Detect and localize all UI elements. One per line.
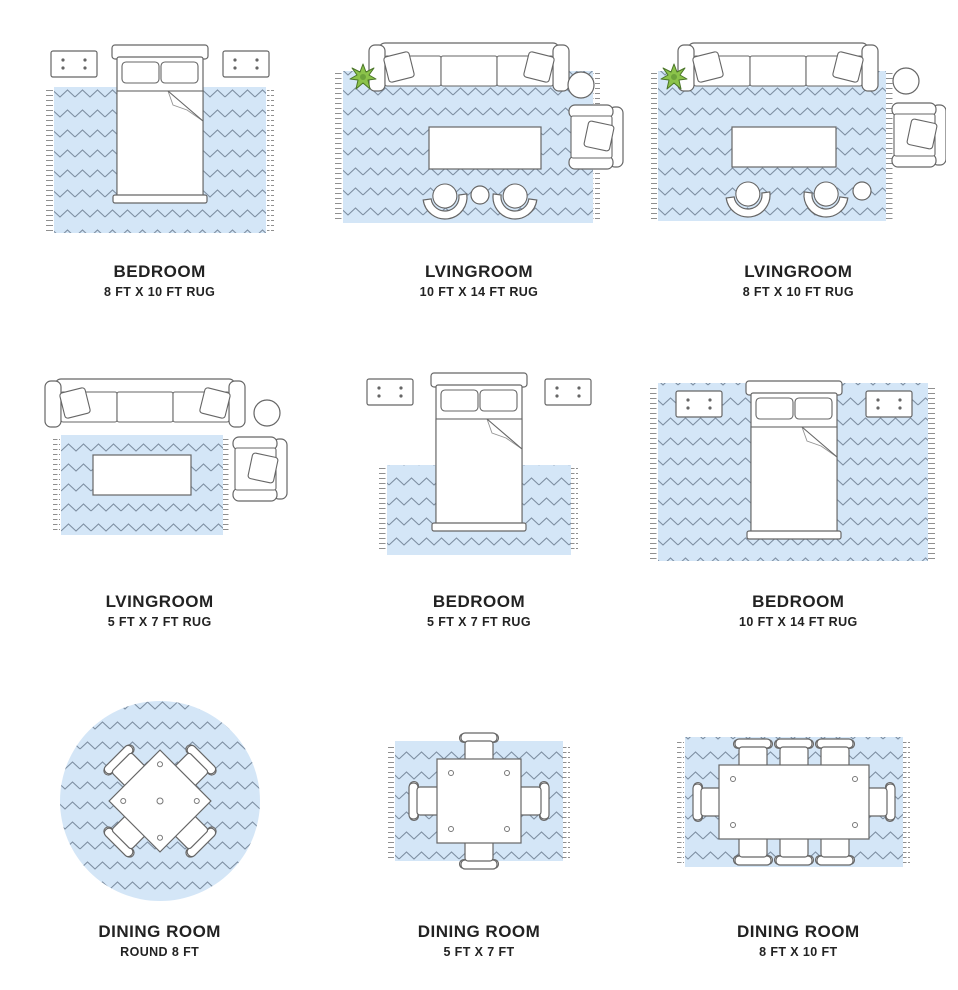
nightstand-left bbox=[50, 49, 98, 78]
room-title: LVINGROOM bbox=[744, 261, 853, 281]
cell-livingroom-10x14: LVINGROOM 10 FT X 14 FT RUG bbox=[319, 0, 638, 330]
coffee-table bbox=[92, 453, 192, 496]
rug-fringe-left bbox=[378, 466, 386, 553]
dining-round-8ft-svg bbox=[59, 700, 260, 901]
cell-bedroom-10x14: BEDROOM 10 FT X 14 FT RUG bbox=[639, 330, 958, 660]
small-round-table bbox=[470, 184, 490, 205]
cell-bedroom-5x7: BEDROOM 5 FT X 7 FT RUG bbox=[319, 330, 638, 660]
nightstand-right bbox=[222, 49, 270, 78]
rug-fringe-left bbox=[334, 72, 342, 221]
cell-livingroom-8x10: LVINGROOM 8 FT X 10 FT RUG bbox=[639, 0, 958, 330]
rug-fringe-right bbox=[562, 742, 570, 859]
rug-size-label: 10 FT X 14 FT RUG bbox=[739, 614, 858, 629]
rug-fringe-left bbox=[650, 72, 658, 219]
armchair bbox=[568, 103, 624, 170]
room-title: LVINGROOM bbox=[424, 261, 534, 281]
rug-fringe-left bbox=[677, 738, 685, 865]
dining-round-8ft-illustration bbox=[50, 692, 270, 910]
side-table-round bbox=[892, 66, 920, 95]
room-title: BEDROOM bbox=[113, 261, 206, 281]
livingroom-10x14-svg bbox=[334, 41, 624, 223]
cell-caption: LVINGROOM 8 FT X 10 FT RUG bbox=[743, 262, 854, 299]
cell-bedroom-8x10: BEDROOM 8 FT X 10 FT RUG bbox=[0, 0, 319, 330]
side-table-round bbox=[253, 398, 281, 427]
armchair bbox=[232, 435, 288, 502]
cell-caption: DINING ROOM 8 FT X 10 FT bbox=[737, 922, 860, 959]
nightstand-left bbox=[675, 389, 723, 418]
rug-size-label: 5 FT X 7 FT RUG bbox=[107, 614, 212, 629]
livingroom-8x10-svg bbox=[650, 41, 947, 221]
small-round-table bbox=[852, 180, 872, 201]
rug-size-label: 5 FT X 7 FT RUG bbox=[427, 614, 531, 629]
nightstand-right bbox=[865, 389, 913, 418]
bedroom-5x7-svg bbox=[366, 371, 592, 555]
room-title: DINING ROOM bbox=[98, 921, 221, 941]
bedroom-8x10-svg bbox=[45, 43, 274, 233]
coffee-table bbox=[731, 125, 837, 168]
room-title: DINING ROOM bbox=[737, 921, 860, 941]
rug-size-label: 5 FT X 7 FT bbox=[443, 944, 515, 959]
coffee-table bbox=[428, 125, 542, 170]
bed bbox=[745, 379, 843, 540]
rug-size-label: ROUND 8 FT bbox=[120, 944, 200, 959]
dining-8x10-illustration bbox=[673, 692, 923, 910]
rug bbox=[378, 464, 578, 555]
rug-fringe-right bbox=[570, 466, 578, 553]
cell-caption: DINING ROOM 5 FT X 7 FT bbox=[418, 922, 541, 959]
rug-fringe-right bbox=[886, 72, 894, 219]
rug-fringe-left bbox=[650, 384, 658, 559]
dining-table-long bbox=[718, 763, 870, 840]
nightstand-left bbox=[366, 377, 414, 406]
armchair bbox=[891, 101, 947, 168]
livingroom-10x14-illustration bbox=[333, 32, 625, 250]
nightstand-right bbox=[544, 377, 592, 406]
rug-size-label: 8 FT X 10 FT bbox=[759, 944, 838, 959]
rug-fringe-right bbox=[222, 436, 230, 533]
room-title: BEDROOM bbox=[752, 591, 845, 611]
cell-caption: BEDROOM 10 FT X 14 FT RUG bbox=[739, 592, 858, 629]
side-table-round bbox=[567, 70, 595, 99]
livingroom-5x7-illustration bbox=[31, 362, 289, 580]
sofa bbox=[368, 41, 570, 92]
bedroom-8x10-illustration bbox=[45, 32, 275, 250]
bedroom-5x7-illustration bbox=[359, 362, 599, 580]
room-title: BEDROOM bbox=[432, 591, 526, 611]
cell-dining-5x7: DINING ROOM 5 FT X 7 FT bbox=[319, 660, 638, 990]
room-title: LVINGROOM bbox=[105, 591, 214, 611]
dining-5x7-svg bbox=[386, 731, 570, 870]
dining-set bbox=[100, 741, 219, 860]
rug-size-label: 8 FT X 10 FT RUG bbox=[742, 284, 854, 299]
bed bbox=[430, 371, 528, 532]
rug-fringe-right bbox=[903, 738, 911, 865]
cell-caption: BEDROOM 8 FT X 10 FT RUG bbox=[104, 262, 215, 299]
cell-caption: DINING ROOM ROUND 8 FT bbox=[98, 922, 221, 959]
bed bbox=[111, 43, 209, 204]
rug-fringe-left bbox=[52, 436, 60, 533]
dining-5x7-illustration bbox=[369, 692, 589, 910]
dining-table-square bbox=[436, 757, 522, 844]
livingroom-8x10-illustration bbox=[650, 32, 947, 250]
cell-caption: BEDROOM 5 FT X 7 FT RUG bbox=[427, 592, 531, 629]
sofa bbox=[677, 41, 879, 92]
cell-dining-round-8ft: DINING ROOM ROUND 8 FT bbox=[0, 660, 319, 990]
cell-caption: LVINGROOM 10 FT X 14 FT RUG bbox=[420, 262, 539, 299]
bedroom-10x14-svg bbox=[650, 379, 936, 561]
rug-size-label: 10 FT X 14 FT RUG bbox=[419, 284, 539, 299]
cell-dining-8x10: DINING ROOM 8 FT X 10 FT bbox=[639, 660, 958, 990]
cell-livingroom-5x7: LVINGROOM 5 FT X 7 FT RUG bbox=[0, 330, 319, 660]
dining-8x10-svg bbox=[677, 736, 911, 867]
rug-size-label: 8 FT X 10 FT RUG bbox=[104, 284, 216, 299]
room-title: DINING ROOM bbox=[417, 921, 541, 941]
sofa bbox=[44, 377, 246, 428]
rug-fringe-left bbox=[386, 742, 394, 859]
bedroom-10x14-illustration bbox=[648, 362, 948, 580]
rug-fringe-right bbox=[928, 384, 936, 559]
dining-table-square bbox=[107, 748, 212, 853]
rug-fringe-right bbox=[266, 88, 274, 231]
cell-caption: LVINGROOM 5 FT X 7 FT RUG bbox=[106, 592, 214, 629]
rug-fringe-left bbox=[45, 88, 53, 231]
livingroom-5x7-svg bbox=[44, 377, 288, 535]
